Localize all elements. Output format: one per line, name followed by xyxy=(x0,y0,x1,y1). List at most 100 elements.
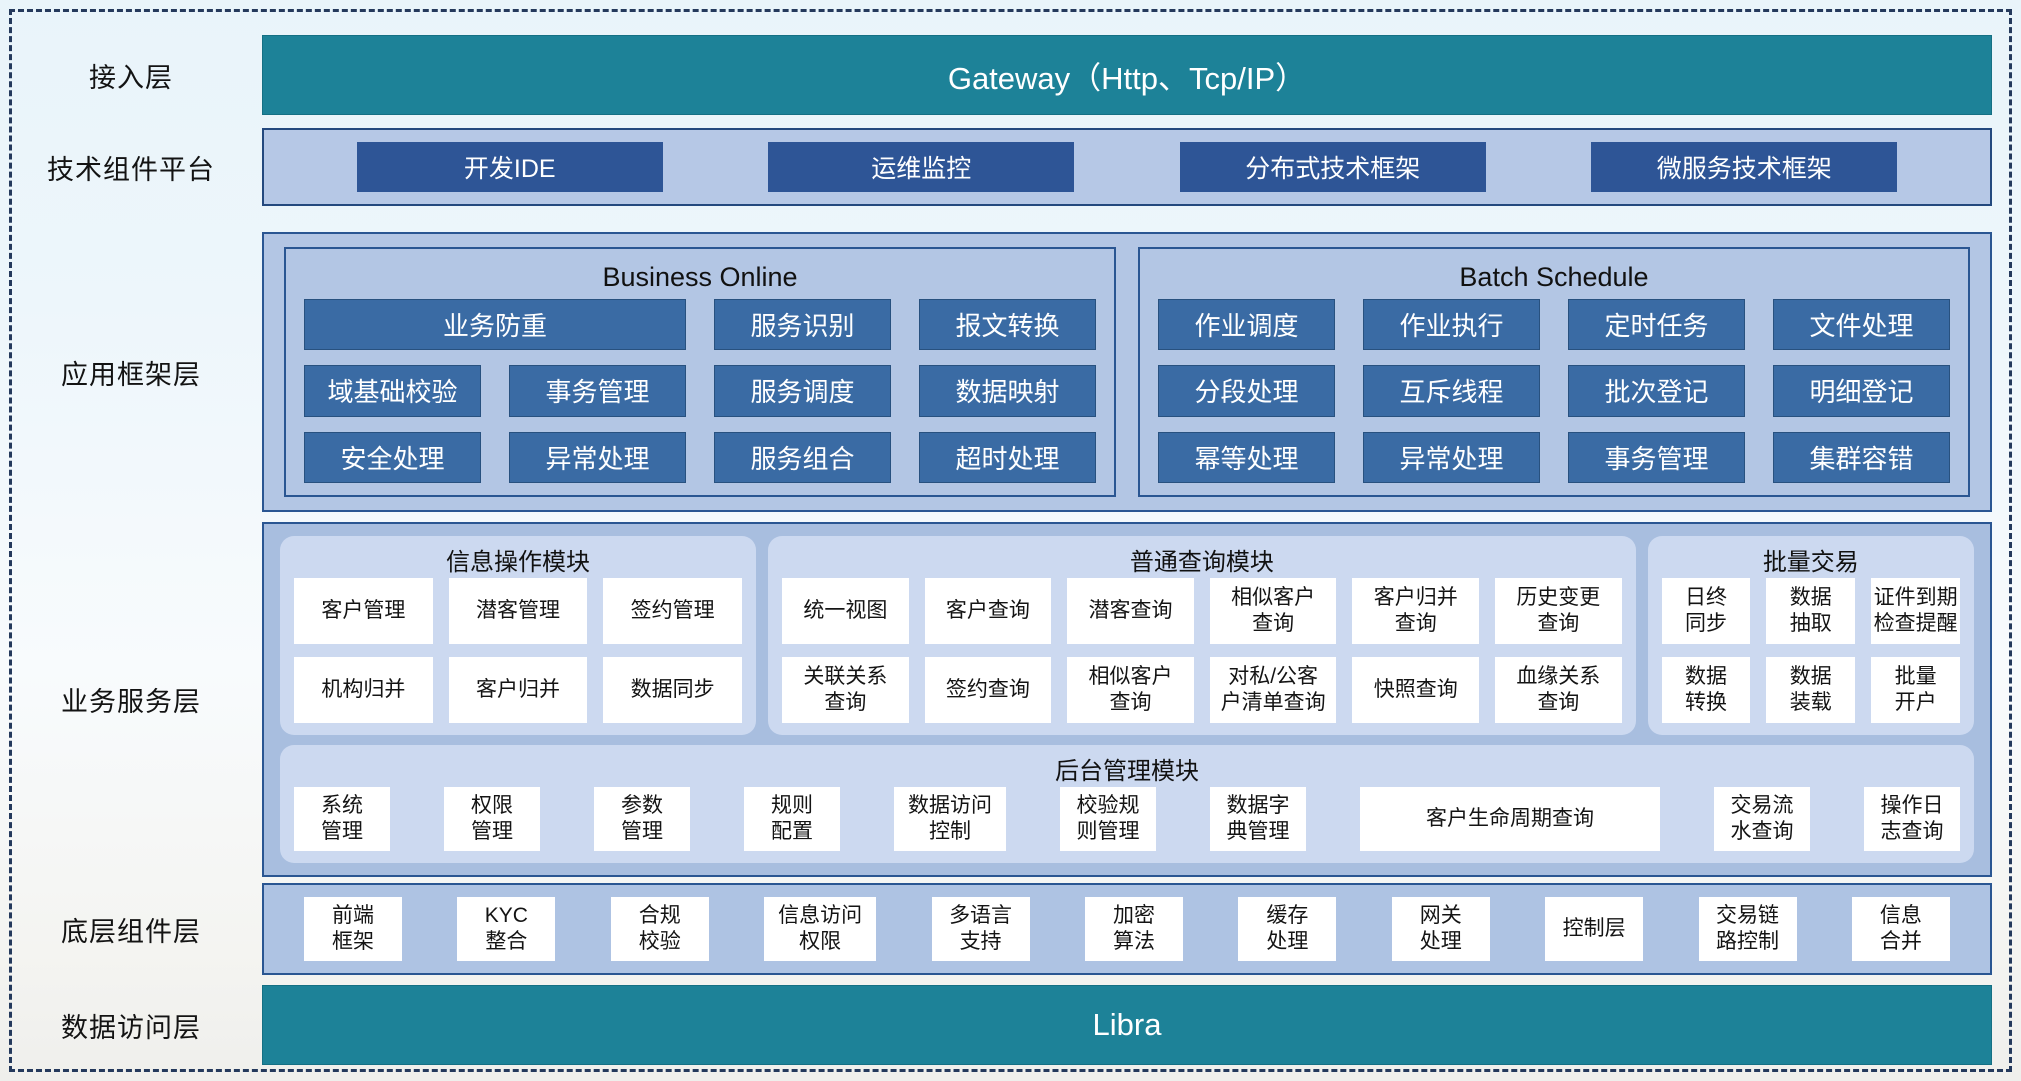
module-grid: 统一视图客户查询潜客查询相似客户 查询客户归并 查询历史变更 查询关联关系 查询… xyxy=(782,578,1622,723)
module-item: 批量 开户 xyxy=(1871,657,1960,723)
module-title: 批量交易 xyxy=(1762,548,1859,576)
module-title: 后台管理模块 xyxy=(1055,757,1199,785)
module-item: 数据 装载 xyxy=(1766,657,1856,723)
module-item: 数据 抽取 xyxy=(1766,578,1856,644)
framework-cell: 服务调度 xyxy=(714,365,891,417)
admin-item: 数据字 典管理 xyxy=(1210,787,1306,851)
layer-label-data-access: 数据访问层 xyxy=(61,1012,201,1043)
framework-cell: 作业执行 xyxy=(1363,299,1540,351)
module-item: 潜客管理 xyxy=(448,578,588,644)
base-component-item: 网关 处理 xyxy=(1391,897,1490,961)
tech-platform-container: 开发IDE 运维监控 分布式技术框架 微服务技术框架 xyxy=(262,128,1992,206)
module-grid: 客户管理潜客管理签约管理机构归并客户归并数据同步 xyxy=(294,578,743,723)
framework-cell: 服务组合 xyxy=(714,431,891,483)
module-item: 相似客户 查询 xyxy=(1067,657,1194,723)
tech-platform-row: 技术组件平台 开发IDE 运维监控 分布式技术框架 微服务技术框架 xyxy=(0,128,1992,206)
business-service-row: 业务服务层 信息操作模块客户管理潜客管理签约管理机构归并客户归并数据同步普通查询… xyxy=(0,522,1992,877)
base-component-item: 信息 合并 xyxy=(1851,897,1950,961)
module-item: 数据 转换 xyxy=(1661,657,1751,723)
framework-cell: 异常处理 xyxy=(509,431,686,483)
tech-platform-button: 运维监控 xyxy=(768,142,1075,192)
base-component-item: 前端 框架 xyxy=(304,897,402,961)
admin-module-panel: 后台管理模块 系统 管理权限 管理参数 管理规则 配置数据访问 控制校验规 则管… xyxy=(280,745,1974,863)
framework-cell: 批次登记 xyxy=(1568,365,1745,417)
business-service-container: 信息操作模块客户管理潜客管理签约管理机构归并客户归并数据同步普通查询模块统一视图… xyxy=(262,522,1992,877)
base-component-item: 合规 校验 xyxy=(610,897,709,961)
framework-cell: 作业调度 xyxy=(1158,299,1335,351)
module-item: 客户管理 xyxy=(294,578,433,644)
base-component-item: 交易链 路控制 xyxy=(1698,897,1797,961)
framework-cell: 数据映射 xyxy=(919,365,1096,417)
layer-label-business-service: 业务服务层 xyxy=(61,687,201,717)
framework-cell: 分段处理 xyxy=(1158,365,1335,417)
admin-item: 数据访问 控制 xyxy=(894,787,1006,851)
module-item: 统一视图 xyxy=(782,578,909,644)
module-item: 客户归并 查询 xyxy=(1352,578,1480,644)
framework-grid: 作业调度作业执行定时任务文件处理分段处理互斥线程批次登记明细登记幂等处理异常处理… xyxy=(1158,299,1950,483)
framework-cell: 幂等处理 xyxy=(1158,431,1335,483)
module-title: 普通查询模块 xyxy=(1129,548,1274,576)
layer-label-tech-platform: 技术组件平台 xyxy=(47,154,215,185)
layer-label-access: 接入层 xyxy=(89,62,173,93)
module-item: 潜客查询 xyxy=(1067,578,1194,644)
module-title: 信息操作模块 xyxy=(446,548,591,576)
tech-platform-button: 分布式技术框架 xyxy=(1179,142,1486,192)
module-item: 历史变更 查询 xyxy=(1495,578,1622,644)
admin-item: 操作日 志查询 xyxy=(1864,787,1960,851)
framework-panel-title: Business Online xyxy=(602,261,798,292)
admin-item: 交易流 水查询 xyxy=(1714,787,1810,851)
framework-cell: 事务管理 xyxy=(1568,431,1745,483)
module-item: 数据同步 xyxy=(603,657,743,723)
framework-cell: 安全处理 xyxy=(304,431,481,483)
framework-cell: 文件处理 xyxy=(1773,299,1950,351)
service-module-panel: 普通查询模块统一视图客户查询潜客查询相似客户 查询客户归并 查询历史变更 查询关… xyxy=(768,536,1636,735)
layer-label-base-components: 底层组件层 xyxy=(61,916,201,947)
framework-cell: 服务识别 xyxy=(714,299,891,351)
base-component-item: 多语言 支持 xyxy=(931,897,1030,961)
module-grid: 日终 同步数据 抽取证件到期 检查提醒数据 转换数据 装载批量 开户 xyxy=(1661,578,1960,723)
framework-cell: 集群容错 xyxy=(1773,431,1950,483)
base-component-item: 信息访问 权限 xyxy=(764,897,877,961)
framework-cell: 超时处理 xyxy=(919,431,1096,483)
module-item: 客户查询 xyxy=(924,578,1052,644)
module-item: 血缘关系 查询 xyxy=(1495,657,1622,723)
module-item: 日终 同步 xyxy=(1661,578,1751,644)
admin-module-items: 系统 管理权限 管理参数 管理规则 配置数据访问 控制校验规 则管理数据字 典管… xyxy=(294,787,1960,851)
business-service-modules: 信息操作模块客户管理潜客管理签约管理机构归并客户归并数据同步普通查询模块统一视图… xyxy=(280,536,1974,735)
framework-cell: 域基础校验 xyxy=(304,365,481,417)
module-item: 快照查询 xyxy=(1352,657,1480,723)
service-module-panel: 信息操作模块客户管理潜客管理签约管理机构归并客户归并数据同步 xyxy=(280,536,757,735)
framework-panel: Batch Schedule 作业调度作业执行定时任务文件处理分段处理互斥线程批次… xyxy=(1138,247,1970,497)
admin-item: 校验规 则管理 xyxy=(1060,787,1156,851)
framework-cell: 异常处理 xyxy=(1363,431,1540,483)
module-item: 签约查询 xyxy=(924,657,1052,723)
framework-panel: Business Online 业务防重服务识别报文转换域基础校验事务管理服务调度… xyxy=(284,247,1116,497)
framework-cell: 定时任务 xyxy=(1568,299,1745,351)
framework-cell: 事务管理 xyxy=(509,365,686,417)
module-item: 相似客户 查询 xyxy=(1209,578,1337,644)
admin-item: 权限 管理 xyxy=(444,787,540,851)
framework-cell: 明细登记 xyxy=(1773,365,1950,417)
gateway-bar: Gateway（Http、Tcp/IP） xyxy=(262,35,1992,115)
framework-panel-title: Batch Schedule xyxy=(1459,261,1649,292)
module-item: 签约管理 xyxy=(603,578,743,644)
framework-cell: 报文转换 xyxy=(919,299,1096,351)
module-item: 证件到期 检查提醒 xyxy=(1871,578,1960,644)
tech-platform-button: 开发IDE xyxy=(356,142,663,192)
tech-platform-button: 微服务技术框架 xyxy=(1591,142,1898,192)
module-item: 机构归并 xyxy=(294,657,433,723)
access-layer-row: 接入层 Gateway（Http、Tcp/IP） xyxy=(0,35,1992,115)
framework-cell: 业务防重 xyxy=(304,299,686,351)
module-item: 对私/公客 户清单查询 xyxy=(1209,657,1337,723)
base-component-item: KYC 整合 xyxy=(457,897,556,961)
framework-grid: 业务防重服务识别报文转换域基础校验事务管理服务调度数据映射安全处理异常处理服务组… xyxy=(304,299,1096,483)
framework-cell: 互斥线程 xyxy=(1363,365,1540,417)
base-component-item: 控制层 xyxy=(1545,897,1644,961)
service-module-panel: 批量交易日终 同步数据 抽取证件到期 检查提醒数据 转换数据 装载批量 开户 xyxy=(1647,536,1974,735)
module-item: 客户归并 xyxy=(448,657,588,723)
